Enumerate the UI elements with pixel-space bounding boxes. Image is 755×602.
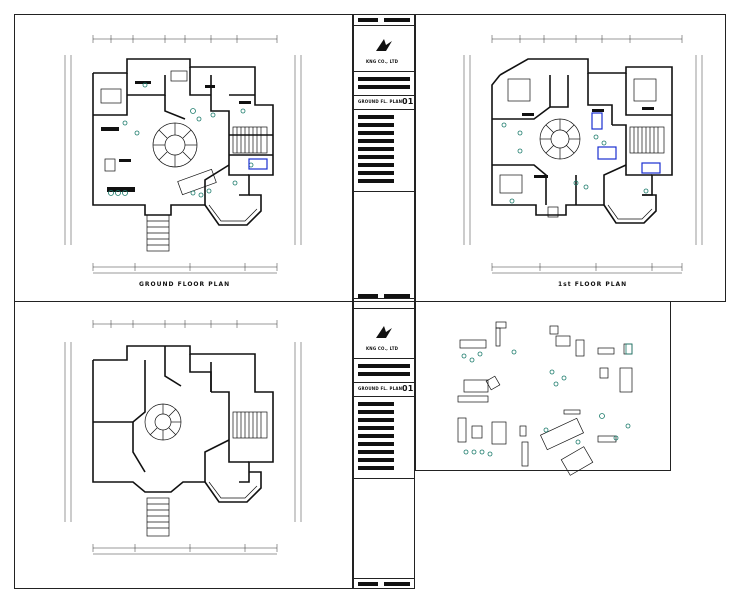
furniture-blocks-drawing xyxy=(457,321,633,476)
drawing-title: GROUND FL. PLAN xyxy=(358,386,403,391)
sheet-number: 01 xyxy=(402,384,414,393)
ground-floor-plan-drawing xyxy=(64,35,302,274)
first-floor-plan-drawing xyxy=(463,35,703,274)
ground-floor-plan-label: GROUND FLOOR PLAN xyxy=(139,281,231,288)
company-name: KNG CO., LTD xyxy=(366,59,399,64)
ground-floor-sheet: GROUND FLOOR PLAN xyxy=(14,14,353,302)
title-block-top: KNG CO., LTD GROUND FL. PLAN 01 xyxy=(353,14,415,302)
outline-plan-drawing xyxy=(64,320,302,555)
first-floor-sheet: 1st FLOOR PLAN xyxy=(415,14,726,302)
title-block-bottom: KNG CO., LTD GROUND FL. PLAN 01 xyxy=(353,294,415,589)
company-name: KNG CO., LTD xyxy=(366,346,399,351)
first-floor-plan-label: 1st FLOOR PLAN xyxy=(558,281,628,288)
company-logo-icon xyxy=(376,326,392,338)
drawing-title: GROUND FL. PLAN xyxy=(358,99,403,104)
outline-plan-sheet xyxy=(14,301,353,589)
furniture-blocks-sheet xyxy=(415,301,671,476)
company-logo-icon xyxy=(376,39,392,51)
sheet-number: 01 xyxy=(402,97,414,106)
